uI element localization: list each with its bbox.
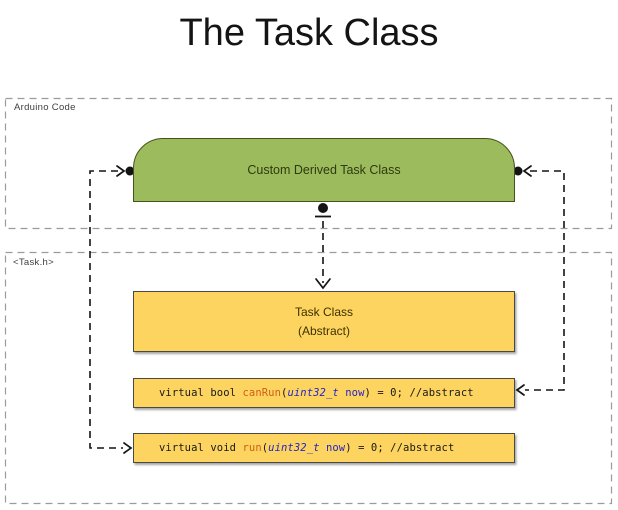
derived-class-label: Custom Derived Task Class xyxy=(247,163,401,177)
arduino-region-label: Arduino Code xyxy=(14,102,76,113)
code-token-type: uint32_t xyxy=(287,387,339,399)
task-class-node: Task Class (Abstract) xyxy=(133,291,515,352)
task-class-label-line2: (Abstract) xyxy=(297,323,350,338)
code-token-function: run xyxy=(242,442,262,454)
code-token-plain: ) = 0; //abstract xyxy=(345,442,455,454)
code-token-plain: virtual void xyxy=(159,442,243,454)
derived-class-node: Custom Derived Task Class xyxy=(133,138,515,202)
arrowhead-right-icon xyxy=(116,165,126,177)
code-token-variable: now xyxy=(325,442,346,454)
run-connector xyxy=(89,170,123,449)
arrowhead-right-icon xyxy=(123,442,133,454)
code-token-function: canRun xyxy=(242,387,282,399)
canrun-method-node: virtual bool canRun(uint32_t now) = 0; /… xyxy=(133,378,515,408)
task-class-label-line1: Task Class xyxy=(294,304,353,319)
arrowhead-left-icon xyxy=(522,165,532,177)
canrun-connector xyxy=(525,170,565,391)
code-token-plain: ( xyxy=(281,387,288,399)
code-token-type: uint32_t xyxy=(268,442,320,454)
run-method-node: virtual void run(uint32_t now) = 0; //ab… xyxy=(133,433,515,463)
taskh-region-label: <Task.h> xyxy=(13,257,54,268)
arrowhead-left-icon xyxy=(515,384,525,396)
code-token-variable: now xyxy=(345,387,365,399)
code-token-plain: virtual bool xyxy=(159,387,243,399)
page-title: The Task Class xyxy=(179,12,439,54)
arrowhead-down-icon xyxy=(315,278,331,290)
anchor-dot-bottom xyxy=(318,203,328,213)
code-token-plain: ) = 0; //abstract xyxy=(364,387,474,399)
code-token-plain: ( xyxy=(261,442,269,454)
